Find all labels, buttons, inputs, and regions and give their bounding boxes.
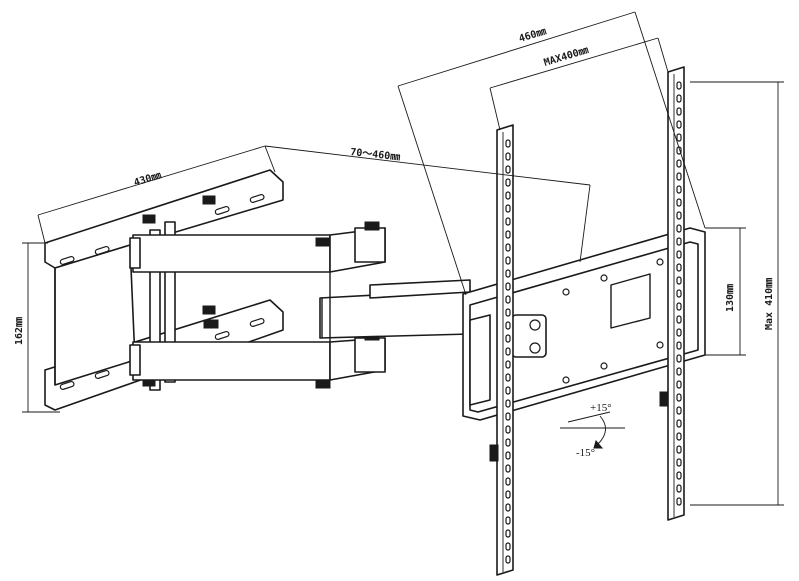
rail-slot [505,308,511,317]
rail-slot [676,328,682,337]
rail-slot [676,302,682,311]
dimension-130: 130㎜ [705,227,746,356]
rail-slot [505,360,511,369]
tv-rail-left [489,124,514,576]
dimension-70-460: 70～460㎜ [264,145,591,263]
dimension-162: 162㎜ [14,242,60,413]
rail-slot [676,458,682,467]
rail-slot [676,224,682,233]
rail-slot [676,185,682,194]
rail-slot [505,139,511,148]
rail-slot [505,542,511,551]
rail-slot [676,250,682,259]
rail-slot [505,347,511,356]
rail-slot [676,133,682,142]
tv-rail-right [659,66,685,521]
dimension-max410: Max 410㎜ [690,81,784,506]
rail-slot [505,217,511,226]
articulating-arms [129,221,471,389]
rail-slot [676,94,682,103]
rail-slot [676,211,682,220]
rail-slot [505,295,511,304]
rail-slot [505,412,511,421]
label-70-460: 70～460㎜ [350,147,401,163]
rail-slot [676,393,682,402]
rail-slot [676,367,682,376]
rail-slot [505,269,511,278]
rail-slot [676,471,682,480]
tilt-up-label: +15° [590,402,612,414]
rail-slot [505,243,511,252]
rail-slot [505,178,511,187]
rail-slot [505,256,511,265]
rail-slot [505,230,511,239]
rail-slot [676,380,682,389]
rail-slot [676,172,682,181]
tv-bracket-plate [462,227,706,421]
rail-slot [505,516,511,525]
label-max410: Max 410㎜ [764,278,775,330]
rail-slot [505,490,511,499]
rail-slot [676,406,682,415]
rail-slot [676,237,682,246]
rail-slot [676,484,682,493]
rail-slot [505,464,511,473]
rail-slot [505,204,511,213]
rail-slot [505,282,511,291]
rail-slot [676,497,682,506]
rail-slot [505,477,511,486]
label-130: 130㎜ [725,284,736,312]
rail-slot [505,438,511,447]
rail-slot [676,159,682,168]
rail-slot [505,503,511,512]
rail-slot [676,315,682,324]
rail-slot [505,373,511,382]
tilt-down-label: -15° [576,447,595,459]
rail-slot [676,120,682,129]
rail-slot [505,451,511,460]
rail-slot [676,289,682,298]
rail-slot [676,198,682,207]
label-162: 162㎜ [14,317,25,345]
tilt-indicator: +15° -15° [560,402,625,459]
rail-slot [505,529,511,538]
rail-slot [676,445,682,454]
rail-slot [505,334,511,343]
rail-slot [676,81,682,90]
rail-slot [676,354,682,363]
dimension-max400: MAX400㎜ [489,37,669,131]
rail-slot [505,165,511,174]
label-430: 430㎜ [133,170,163,189]
rail-slot [505,191,511,200]
rail-slot [676,276,682,285]
rail-slot [676,263,682,272]
rail-slot [505,555,511,564]
rail-slot [505,425,511,434]
rail-slot [505,386,511,395]
rail-slot [505,321,511,330]
label-460: 460㎜ [518,26,548,45]
rail-slot [676,341,682,350]
rail-slot [676,107,682,116]
rail-slot [676,419,682,428]
rail-slot [676,432,682,441]
rail-slot [505,152,511,161]
rail-slot [505,399,511,408]
